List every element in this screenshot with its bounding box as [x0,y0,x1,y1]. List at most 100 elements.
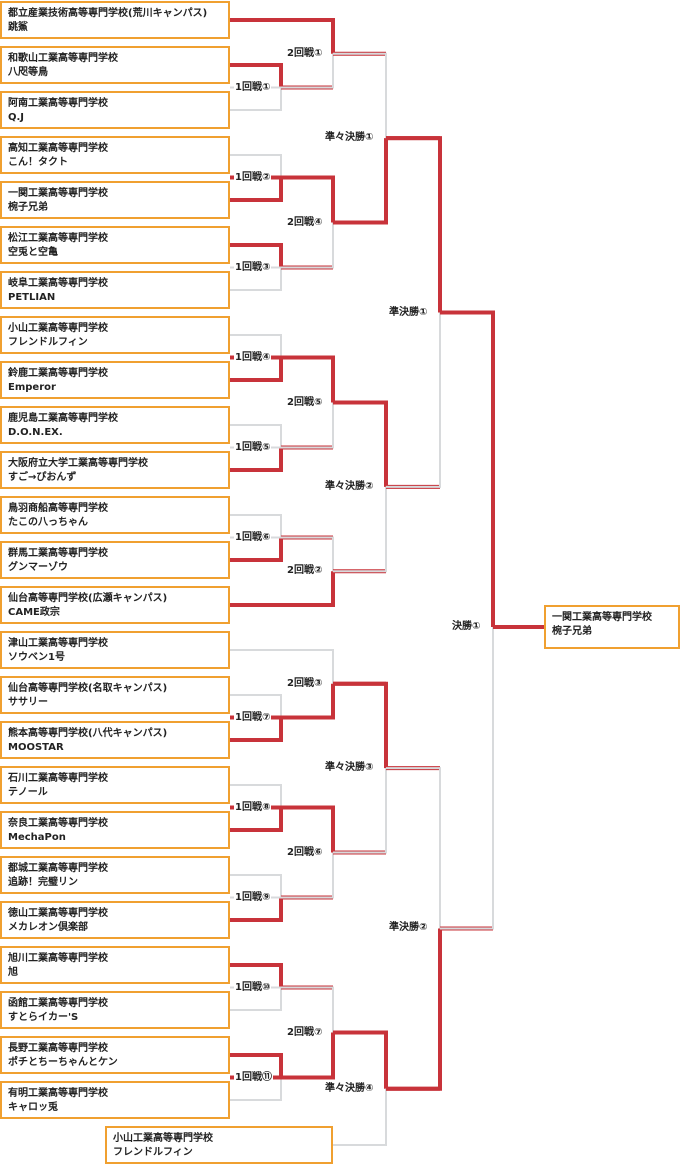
team-name: 追跡！完璧リン [8,877,78,888]
match-label-qf: 準々決勝③ [324,762,375,775]
bracket-line [333,400,388,487]
team-school: 徳山工業高等専門学校 [8,908,108,919]
team-name: MOOSTAR [8,742,64,753]
team-box: 仙台高等専門学校(名取キャンパス)ササリー [0,676,230,714]
team-name: 八咫等鳥 [8,67,48,78]
bracket-line [230,514,282,538]
team-box: 鳥羽商船高等専門学校たこの八っちゃん [0,496,230,534]
team-name: MechaPon [8,832,66,843]
team-name: たこの八っちゃん [8,517,88,528]
bracket-line [230,694,282,718]
bracket-line [230,87,282,111]
match-label-r1: 1回戦⑩ [234,981,272,994]
team-name: Q.J [8,112,25,123]
team-school: 奈良工業高等専門学校 [8,818,108,829]
team-school: 一関工業高等専門学校 [552,612,652,623]
team-name: メカレオン倶楽部 [8,922,88,933]
team-box: 小山工業高等専門学校フレンドルフィン [105,1126,333,1164]
match-label-r2: 2回戦⑦ [286,1026,324,1039]
team-box: 都城工業高等専門学校追跡！完璧リン [0,856,230,894]
team-school: 都立産業技術高等専門学校(荒川キャンパス) [8,8,208,19]
team-box: 函館工業高等専門学校すとらイカー'S [0,991,230,1029]
team-box: 一関工業高等専門学校椀子兄弟 [0,181,230,219]
team-box: 松江工業高等専門学校空兎と空亀 [0,226,230,264]
team-school: 鈴鹿工業高等専門学校 [8,368,108,379]
team-school: 都城工業高等専門学校 [8,863,108,874]
match-label-qf: 準々決勝① [324,132,375,145]
bracket-line [230,784,282,808]
match-label-r1: 1回戦② [234,171,272,184]
match-label-r2: 2回戦⑥ [286,846,324,859]
bracket-line [230,807,283,832]
match-label-r1: 1回戦③ [234,261,272,274]
bracket-line [230,987,282,1011]
team-box: 徳山工業高等専門学校メカレオン倶楽部 [0,901,230,939]
match-label-r1: 1回戦⑪ [234,1071,273,1084]
team-name: すご→ぴおんず [8,472,77,483]
bracket-line [333,681,388,769]
match-label-r2: 2回戦⑤ [286,396,324,409]
team-name: 跳鯊 [8,22,28,33]
team-school: 松江工業高等専門学校 [8,233,108,244]
bracket-line [230,243,283,268]
team-school: 鳥羽商船高等専門学校 [8,503,108,514]
team-box: 高知工業高等専門学校こん！タクト [0,136,230,174]
team-school: 群馬工業高等専門学校 [8,548,108,559]
bracket-line [333,138,388,225]
team-name: キャロッ兎 [8,1102,58,1113]
bracket-line [230,571,335,607]
team-name: 空兎と空亀 [8,247,58,258]
bracket-line [230,334,282,358]
team-school: 仙台高等専門学校(広瀬キャンパス) [8,593,168,604]
match-label-r1: 1回戦⑨ [234,891,272,904]
team-name: Emperor [8,382,56,393]
bracket-line [333,486,387,573]
bracket-line [230,177,283,202]
team-box: 大阪府立大学工業高等専門学校すご→ぴおんず [0,451,230,489]
team-school: 有明工業高等専門学校 [8,1088,108,1099]
match-label-r1: 1回戦⑥ [234,531,272,544]
match-label-r1: 1回戦⑧ [234,801,272,814]
team-name: グンマーゾウ [8,562,68,573]
match-label-r2: 2回戦① [286,47,324,60]
team-school: 函館工業高等専門学校 [8,998,108,1009]
bracket-line [230,1053,283,1078]
team-school: 小山工業高等専門学校 [8,323,108,334]
team-name: テノール [8,787,48,798]
bracket-line [333,52,387,139]
team-school: 阿南工業高等専門学校 [8,98,108,109]
bracket-line [440,310,495,627]
match-label-sf: 準決勝② [388,922,429,935]
bracket-line [230,424,282,448]
bracket-line [333,768,387,854]
bracket-line [230,537,283,562]
team-school: 熊本高等専門学校(八代キャンパス) [8,728,168,739]
team-box: 石川工業高等専門学校テノール [0,766,230,804]
team-name: ポチとちーちゃんとケン [8,1057,118,1068]
match-label-r2: 2回戦④ [286,216,324,229]
team-name: CAME政宗 [8,607,60,618]
bracket-line [230,717,283,742]
match-label-final: 決勝① [451,621,482,633]
team-school: 大阪府立大学工業高等専門学校 [8,458,148,469]
bracket-line [386,928,442,1091]
team-box: 鈴鹿工業高等専門学校 Emperor [0,361,230,399]
team-name: 椀子兄弟 [552,626,592,637]
bracket-line [230,154,282,178]
bracket-line [386,136,442,313]
champion-box: 一関工業高等専門学校椀子兄弟 [544,605,680,649]
team-name: ソウベン1号 [8,652,65,663]
match-label-r2: 2回戦② [286,565,324,578]
team-box: 奈良工業高等専門学校 MechaPon [0,811,230,849]
team-box: 都立産業技術高等専門学校(荒川キャンパス) 跳鯊 [0,1,230,39]
team-school: 仙台高等専門学校(名取キャンパス) [8,683,168,694]
bracket-line [230,1077,282,1101]
team-box: 群馬工業高等専門学校グンマーゾウ [0,541,230,579]
team-school: 旭川工業高等専門学校 [8,953,108,964]
team-name: D.O.N.EX. [8,427,63,438]
team-box: 有明工業高等専門学校キャロッ兎 [0,1081,230,1119]
team-box: 旭川工業高等専門学校旭 [0,946,230,984]
match-label-r1: 1回戦⑦ [234,711,272,724]
